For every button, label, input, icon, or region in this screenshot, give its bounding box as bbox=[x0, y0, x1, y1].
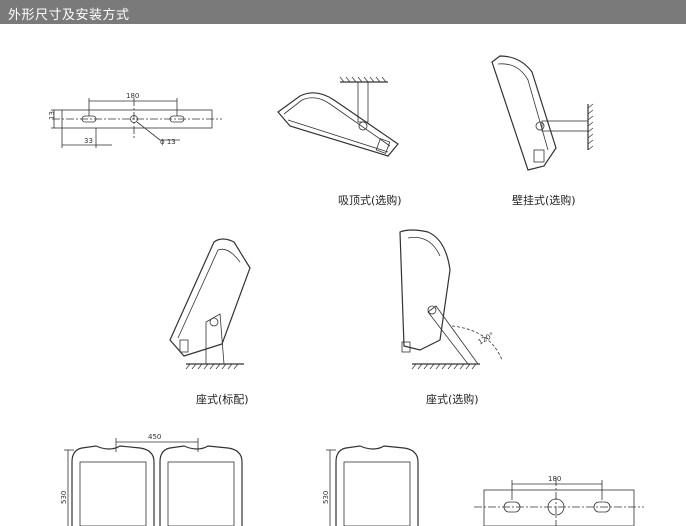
section-header: 外形尺寸及安装方式 bbox=[0, 0, 686, 24]
dim-bracket-top-slot: 33 bbox=[84, 137, 93, 145]
caption-wall-mount: 壁挂式(选购) bbox=[512, 194, 576, 207]
caption-ceiling-mount: 吸顶式(选购) bbox=[338, 194, 402, 207]
wall-mount-drawing bbox=[491, 55, 594, 171]
caption-seat-standard: 座式(标配) bbox=[196, 393, 249, 406]
ceiling-mount-drawing bbox=[277, 76, 399, 157]
dim-bracket-top-height: 13 bbox=[48, 111, 56, 120]
dim-double-width: 450 bbox=[148, 433, 161, 441]
double-fixture-front bbox=[64, 438, 243, 526]
seat-optional-drawing bbox=[399, 229, 503, 370]
section-title: 外形尺寸及安装方式 bbox=[8, 8, 130, 23]
dim-bracket-top-hole: ϕ 13 bbox=[160, 138, 176, 146]
bracket-plan-top bbox=[51, 98, 222, 148]
dim-bracket-top-width: 180 bbox=[126, 92, 139, 100]
bracket-plan-bottom bbox=[474, 478, 644, 526]
seat-standard-drawing bbox=[169, 238, 251, 370]
dim-single-height: 530 bbox=[322, 491, 330, 504]
caption-seat-optional: 座式(选购) bbox=[426, 393, 479, 406]
dim-bracket-bottom-width: 180 bbox=[548, 475, 561, 483]
dim-double-height: 530 bbox=[60, 491, 68, 504]
single-fixture-front bbox=[326, 445, 419, 526]
